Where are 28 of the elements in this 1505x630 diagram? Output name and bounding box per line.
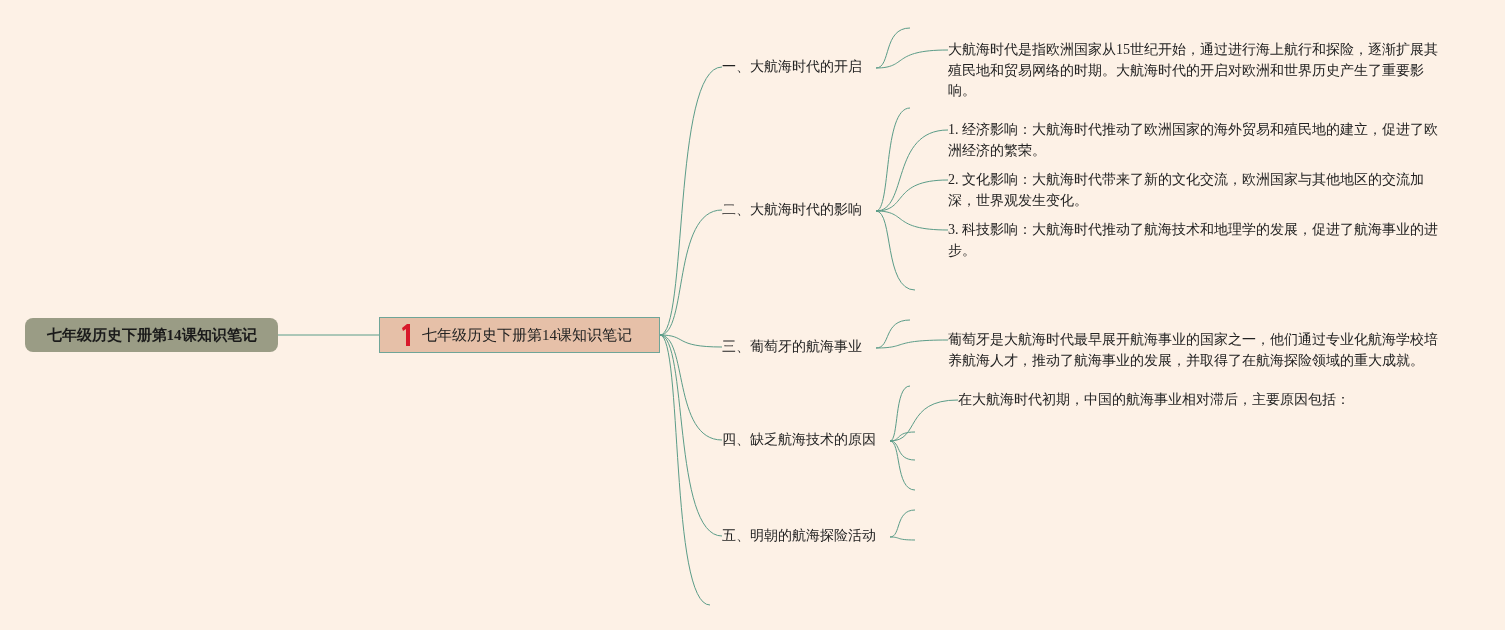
branch-line [889,431,916,442]
branch-line [659,334,723,537]
branch-topic: 一、大航海时代的开启 [722,57,876,77]
note-text: 葡萄牙是大航海时代最早展开航海事业的国家之一，他们通过专业化航海学校培养航海人才，推动了航海事业的发展，并取得了在航海探险领域的重大成就。 [948,330,1448,371]
note-text: 1. 经济影响：大航海时代推动了欧洲国家的海外贸易和殖民地的建立，促进了欧洲经济的繁荣。 [948,120,1443,161]
note-text: 在大航海时代初期，中国的航海事业相对滞后，主要原因包括： [958,390,1438,411]
branch-line [875,210,949,231]
branch-line [875,49,949,69]
root-topic-box: 七年级历史下册第14课知识笔记 [25,318,278,352]
note-text: 3. 科技影响：大航海时代推动了航海技术和地理学的发展，促进了航海事业的进步。 [948,220,1443,261]
branch-line [875,107,911,212]
branch-line [659,334,723,348]
branch-line [659,66,723,336]
branch-line [277,334,380,336]
branch-line [889,536,916,541]
note-text: 大航海时代是指欧洲国家从15世纪开始，通过进行海上航行和探险，逐渐扩展其殖民地和贸易网络的时期。大航海时代的开启对欧洲和世界历史产生了重要影响。 [948,40,1443,102]
branch-topic: 四、缺乏航海技术的原因 [722,430,890,450]
branch-line [889,385,911,442]
branch-line [889,440,916,491]
branch-topic: 三、葡萄牙的航海事业 [722,337,876,357]
branch-line [875,210,916,291]
branch-topic: 五、明朝的航海探险活动 [722,526,890,546]
note-text: 2. 文化影响：大航海时代带来了新的文化交流，欧洲国家与其他地区的交流加深，世界观发生变化。 [948,170,1443,211]
branch-topic: 二、大航海时代的影响 [722,200,876,220]
branch-line [659,334,711,606]
branch-line [875,339,949,349]
central-topic-box: 七年级历史下册第14课知识笔记 [379,317,660,353]
branch-line [889,509,916,538]
